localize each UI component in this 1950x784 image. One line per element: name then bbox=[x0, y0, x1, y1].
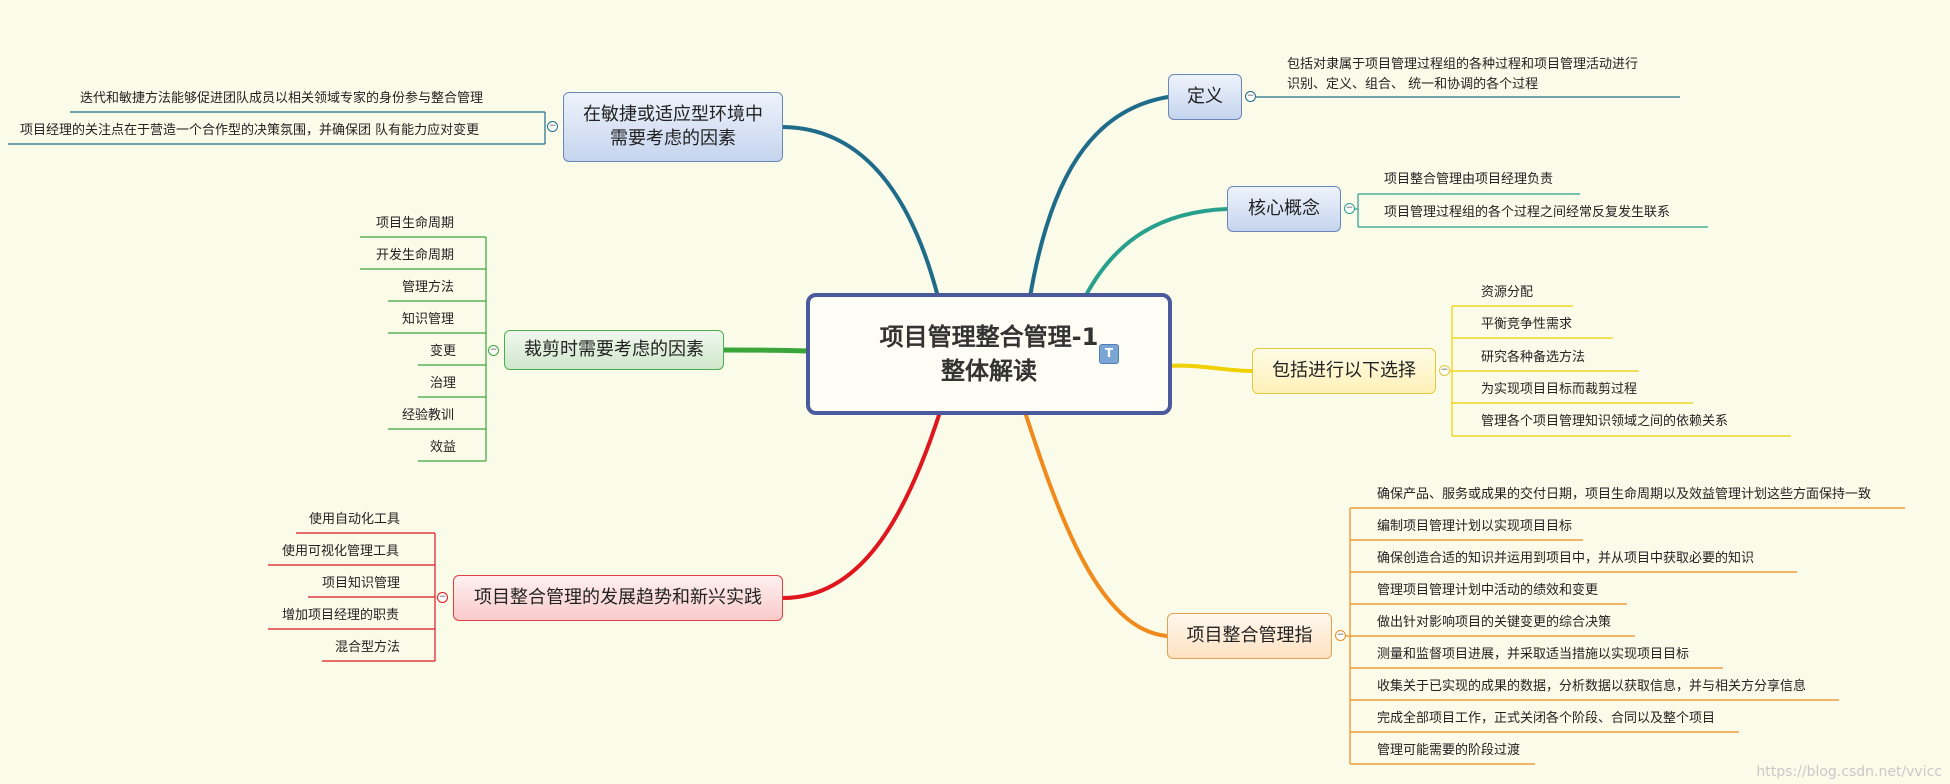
leaf-tailoring-1[interactable]: 项目生命周期 bbox=[376, 216, 455, 231]
topic-trends[interactable]: 项目整合管理的发展趋势和新兴实践 bbox=[453, 575, 783, 621]
leaf-core-1[interactable]: 项目整合管理由项目经理负责 bbox=[1384, 172, 1554, 187]
leaf-choice-2[interactable]: 平衡竞争性需求 bbox=[1481, 317, 1573, 332]
leaf-guide-5[interactable]: 做出针对影响项目的关键变更的综合决策 bbox=[1377, 615, 1612, 630]
leaf-tailoring-6[interactable]: 治理 bbox=[430, 376, 457, 391]
leaf-choice-5[interactable]: 管理各个项目管理知识领域之间的依赖关系 bbox=[1481, 414, 1729, 429]
branch-agile bbox=[781, 125, 940, 299]
leaf-choice-3[interactable]: 研究各种备选方法 bbox=[1481, 350, 1586, 365]
leaf-guide-3[interactable]: 确保创造合适的知识并运用到项目中，并从项目中获取必要的知识 bbox=[1377, 551, 1755, 566]
branch-tailoring bbox=[721, 347, 811, 354]
leaf-guide-8[interactable]: 完成全部项目工作，正式关闭各个阶段、合同以及整个项目 bbox=[1377, 711, 1716, 726]
collapse-toggle-definition[interactable]: − bbox=[1245, 91, 1256, 102]
leaf-trend-1[interactable]: 使用自动化工具 bbox=[309, 512, 401, 527]
collapse-toggle-guide[interactable]: − bbox=[1335, 630, 1346, 641]
leaf-guide-6[interactable]: 测量和监督项目进展，并采取适当措施以实现项目目标 bbox=[1377, 647, 1690, 662]
collapse-toggle-trends[interactable]: − bbox=[437, 592, 448, 603]
topic-agile-line2: 需要考虑的因素 bbox=[610, 128, 736, 149]
topic-agile-factors[interactable]: 在敏捷或适应型环境中 需要考虑的因素 bbox=[563, 92, 783, 162]
leaf-guide-7[interactable]: 收集关于已实现的成果的数据，分析数据以获取信息，并与相关方分享信息 bbox=[1377, 679, 1807, 694]
flag-icon: T bbox=[1099, 344, 1119, 364]
leaf-agile-2[interactable]: 项目经理的关注点在于营造一个合作型的决策氛围，并确保团 队有能力应对变更 bbox=[20, 123, 480, 138]
branch-core bbox=[1083, 207, 1229, 299]
leaf-guide-9[interactable]: 管理可能需要的阶段过渡 bbox=[1377, 743, 1521, 758]
leaf-definition-text-2[interactable]: 识别、定义、组合、 统一和协调的各个过程 bbox=[1287, 77, 1539, 92]
central-title-line2: 整体解读 bbox=[941, 357, 1037, 385]
leaf-guide-4[interactable]: 管理项目管理计划中活动的绩效和变更 bbox=[1377, 583, 1599, 598]
leaf-choice-1[interactable]: 资源分配 bbox=[1481, 285, 1534, 300]
branch-guide bbox=[1023, 410, 1169, 638]
leaf-tailoring-8[interactable]: 效益 bbox=[430, 440, 457, 455]
central-title-line1: 项目管理整合管理-1 bbox=[879, 323, 1099, 351]
topic-definition[interactable]: 定义 bbox=[1168, 74, 1242, 120]
leaf-tailoring-7[interactable]: 经验教训 bbox=[402, 408, 455, 423]
leaf-tailoring-5[interactable]: 变更 bbox=[430, 344, 457, 359]
leaf-tailoring-4[interactable]: 知识管理 bbox=[402, 312, 455, 327]
leaf-guide-1[interactable]: 确保产品、服务或成果的交付日期，项目生命周期以及效益管理计划这些方面保持一致 bbox=[1377, 487, 1872, 502]
topic-core-concepts[interactable]: 核心概念 bbox=[1227, 186, 1341, 232]
leaf-core-2[interactable]: 项目管理过程组的各个过程之间经常反复发生联系 bbox=[1384, 205, 1671, 220]
branch-choices bbox=[1166, 363, 1254, 373]
branch-definition bbox=[1028, 95, 1170, 299]
topic-agile-line1: 在敏捷或适应型环境中 bbox=[583, 104, 763, 125]
leaf-trend-4[interactable]: 增加项目经理的职责 bbox=[282, 608, 400, 623]
collapse-toggle-agile[interactable]: − bbox=[547, 121, 558, 132]
leaf-trend-2[interactable]: 使用可视化管理工具 bbox=[282, 544, 400, 559]
watermark: https://blog.csdn.net/vvicc bbox=[1756, 764, 1942, 780]
leaf-choice-4[interactable]: 为实现项目目标而裁剪过程 bbox=[1481, 382, 1638, 397]
leaf-tailoring-3[interactable]: 管理方法 bbox=[402, 280, 455, 295]
collapse-toggle-choices[interactable]: − bbox=[1439, 365, 1450, 376]
collapse-toggle-tailoring[interactable]: − bbox=[488, 345, 499, 356]
leaf-trend-3[interactable]: 项目知识管理 bbox=[322, 576, 401, 591]
topic-choices[interactable]: 包括进行以下选择 bbox=[1252, 348, 1436, 394]
branch-trends bbox=[781, 410, 942, 600]
leaf-definition-text-1[interactable]: 包括对隶属于项目管理过程组的各种过程和项目管理活动进行 bbox=[1287, 57, 1639, 72]
leaf-trend-5[interactable]: 混合型方法 bbox=[335, 640, 401, 655]
leaf-guide-2[interactable]: 编制项目管理计划以实现项目目标 bbox=[1377, 519, 1573, 534]
leaf-agile-1[interactable]: 迭代和敏捷方法能够促进团队成员以相关领域专家的身份参与整合管理 bbox=[80, 91, 484, 106]
collapse-toggle-core[interactable]: − bbox=[1344, 203, 1355, 214]
leaf-tailoring-2[interactable]: 开发生命周期 bbox=[376, 248, 455, 263]
topic-tailoring-factors[interactable]: 裁剪时需要考虑的因素 bbox=[504, 330, 724, 370]
topic-integration-guide[interactable]: 项目整合管理指 bbox=[1167, 613, 1332, 659]
